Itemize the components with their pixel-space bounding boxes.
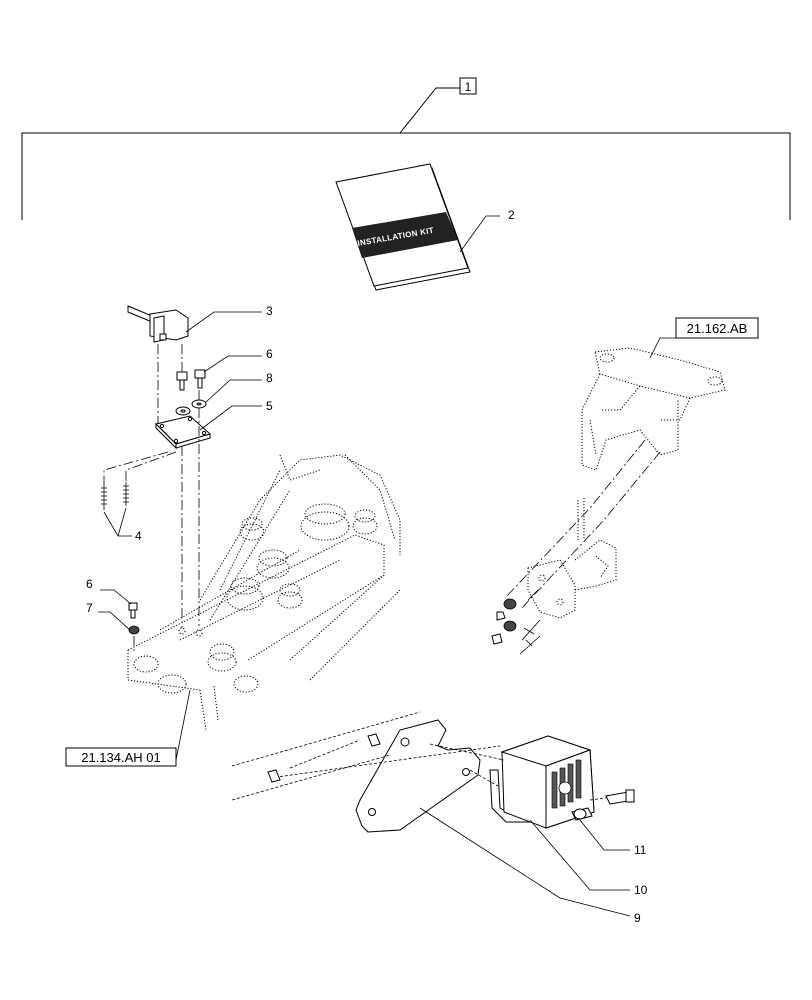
alarm-bolts — [571, 789, 635, 821]
callout-6-bottom[interactable]: 6 — [86, 577, 93, 591]
callout-1[interactable]: 1 — [459, 77, 477, 95]
callout-11[interactable]: 11 — [634, 843, 647, 857]
frame-hidden-view — [127, 454, 401, 731]
hidden-rail — [231, 711, 501, 801]
callout-5[interactable]: 5 — [266, 399, 273, 413]
callout-9[interactable]: 9 — [634, 911, 641, 925]
alarm-mounting-plate — [355, 719, 481, 833]
small-fasteners — [491, 589, 541, 655]
callout-8[interactable]: 8 — [266, 371, 273, 385]
callout-2[interactable]: 2 — [508, 208, 515, 222]
screws — [101, 482, 129, 510]
lower-bolt-nut — [128, 602, 140, 635]
backup-alarm — [489, 735, 595, 829]
reference-bracket-label: 21.162.AB — [687, 321, 748, 336]
washers — [175, 399, 207, 416]
mounting-plate — [155, 415, 211, 450]
reference-frame-label: 21.134.AH 01 — [81, 750, 161, 765]
callout-4[interactable]: 4 — [135, 529, 142, 543]
switch-part — [127, 305, 189, 343]
installation-kit-booklet: INSTALLATION KIT — [335, 163, 471, 291]
reference-bracket-box[interactable]: 21.162.AB — [675, 317, 759, 339]
upper-bracket-hidden — [581, 347, 726, 471]
small-mount-bracket — [527, 498, 617, 619]
callout-1-number: 1 — [465, 80, 472, 94]
bolts — [176, 369, 206, 391]
callout-6-top[interactable]: 6 — [266, 347, 273, 361]
callout-3[interactable]: 3 — [266, 304, 273, 318]
callout-7[interactable]: 7 — [86, 601, 93, 615]
reference-frame-box[interactable]: 21.134.AH 01 — [65, 747, 177, 767]
callout-10[interactable]: 10 — [634, 883, 648, 897]
kit-bracket — [21, 87, 791, 220]
